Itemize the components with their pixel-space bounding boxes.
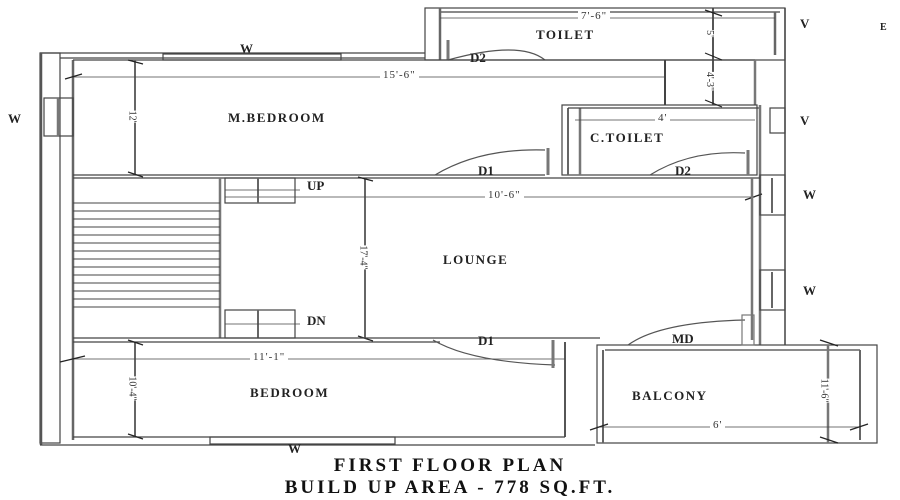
door-d1-bedroom: D1 — [478, 333, 494, 348]
ventilator-c-toilet: V — [800, 113, 810, 128]
dim-lounge-width: 10'-6" — [485, 189, 524, 201]
room-label-m-bedroom: M.BEDROOM — [228, 110, 326, 125]
dim-m-bedroom-height: 12' — [126, 110, 138, 123]
ventilator-toilet: V — [800, 16, 810, 31]
door-d1-m-bedroom: D1 — [478, 163, 494, 178]
door-md-balcony: MD — [672, 331, 694, 346]
dim-balcony-height: 11'-6" — [818, 378, 830, 403]
dim-balcony-width: 6' — [710, 419, 726, 431]
dim-toilet-height: 5' — [703, 30, 715, 37]
dim-c-toilet-width: 4' — [655, 112, 671, 124]
room-label-c-toilet: C.TOILET — [590, 130, 665, 145]
door-d2-toilet: D2 — [470, 50, 486, 65]
window-right-lounge-1: W — [803, 187, 816, 202]
window-left-m-bedroom: W — [8, 111, 21, 126]
dim-passage-height: 4'-3" — [704, 71, 716, 92]
edge-marker: E — [880, 22, 887, 33]
stair-up-label: UP — [307, 178, 325, 193]
window-top-m-bedroom: W — [240, 41, 253, 56]
dim-m-bedroom-width: 15'-6" — [380, 69, 419, 81]
plan-subtitle: BUILD UP AREA - 778 SQ.FT. — [284, 477, 616, 498]
room-label-bedroom: BEDROOM — [250, 385, 330, 400]
room-label-toilet: TOILET — [536, 27, 595, 42]
dim-bedroom-height: 10'-4" — [126, 376, 138, 401]
door-d2-c-toilet: D2 — [675, 163, 691, 178]
room-label-balcony: BALCONY — [632, 388, 708, 403]
dim-toilet-width: 7'-6" — [578, 10, 611, 22]
dim-bedroom-width: 11'-1" — [250, 351, 289, 363]
dim-lounge-height: 17'-4" — [357, 245, 369, 270]
stair-down-label: DN — [307, 313, 326, 328]
window-right-lounge-2: W — [803, 283, 816, 298]
room-label-lounge: LOUNGE — [443, 252, 509, 267]
window-bottom-bedroom: W — [288, 441, 301, 456]
plan-title: FIRST FLOOR PLAN — [333, 455, 567, 476]
